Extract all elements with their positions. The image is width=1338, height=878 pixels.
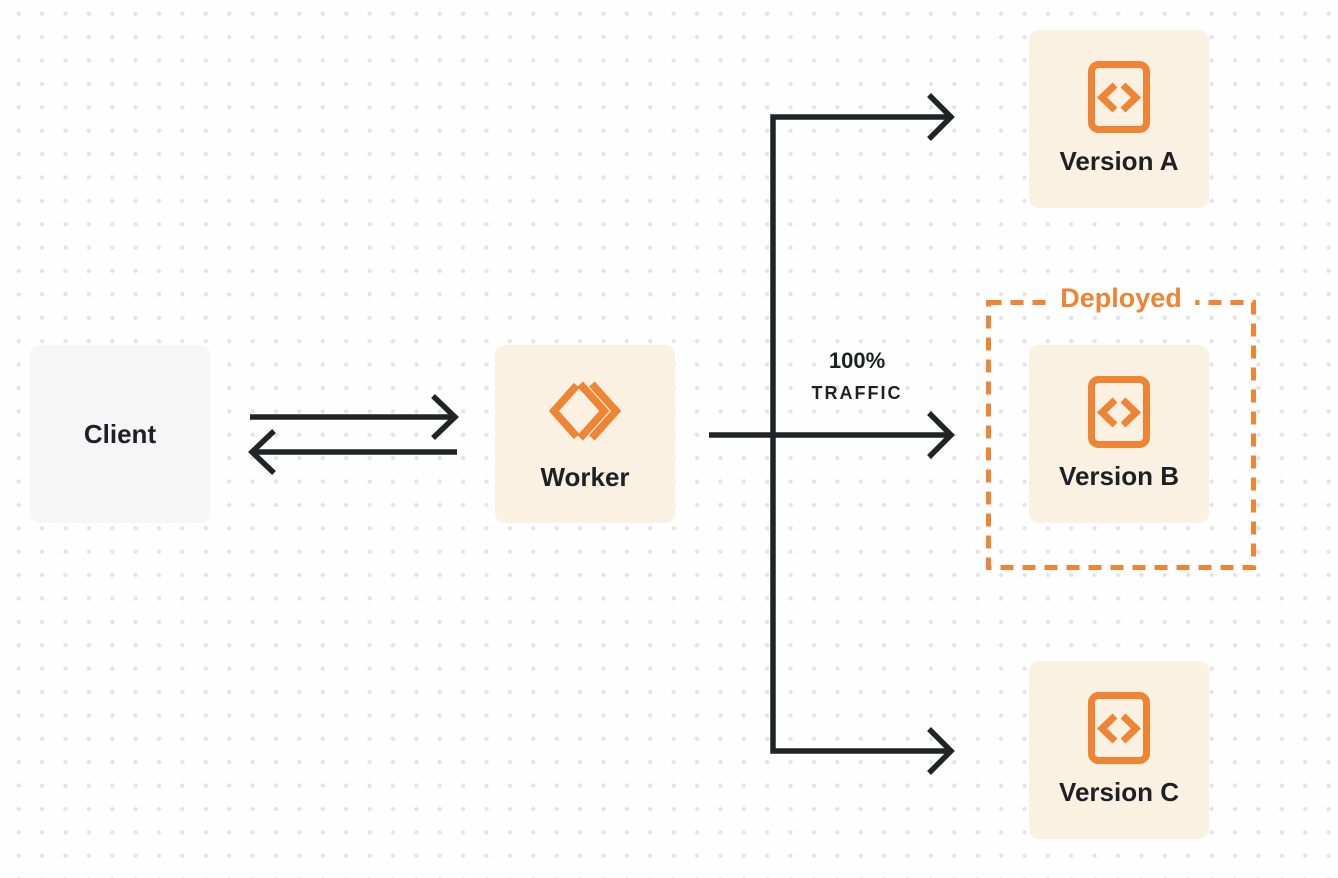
code-file-icon (1088, 61, 1150, 133)
traffic-percent-label: 100% (828, 348, 886, 373)
traffic-word-label: TRAFFIC (811, 383, 903, 403)
arrow-to-version-a-head (927, 93, 955, 141)
worker-double-chevron-icon (548, 381, 622, 440)
deployed-badge: Deployed (1047, 281, 1195, 315)
version-c-label: Version C (1059, 777, 1179, 807)
code-file-icon (1088, 376, 1150, 448)
branch-trunk-line (770, 114, 947, 754)
version-b-label: Version B (1059, 461, 1179, 491)
version-a-label: Version A (1059, 146, 1179, 176)
arrow-to-version-b-head (927, 411, 955, 459)
client-label: Client (83, 418, 157, 449)
deployed-highlight-box: Deployed (986, 281, 1256, 570)
client-node: Client (30, 345, 210, 523)
code-file-icon (1088, 692, 1150, 764)
version-b-node: Version B (1029, 345, 1209, 523)
traffic-annotation: 100% TRAFFIC (787, 348, 927, 404)
arrow-client-to-worker-head (431, 394, 459, 440)
worker-node: Worker (495, 345, 675, 523)
version-a-node: Version A (1029, 30, 1209, 208)
version-c-node: Version C (1029, 661, 1209, 839)
arrow-worker-to-client-head (248, 429, 276, 475)
arrow-to-version-c-head (927, 727, 955, 775)
worker-label: Worker (540, 461, 630, 492)
